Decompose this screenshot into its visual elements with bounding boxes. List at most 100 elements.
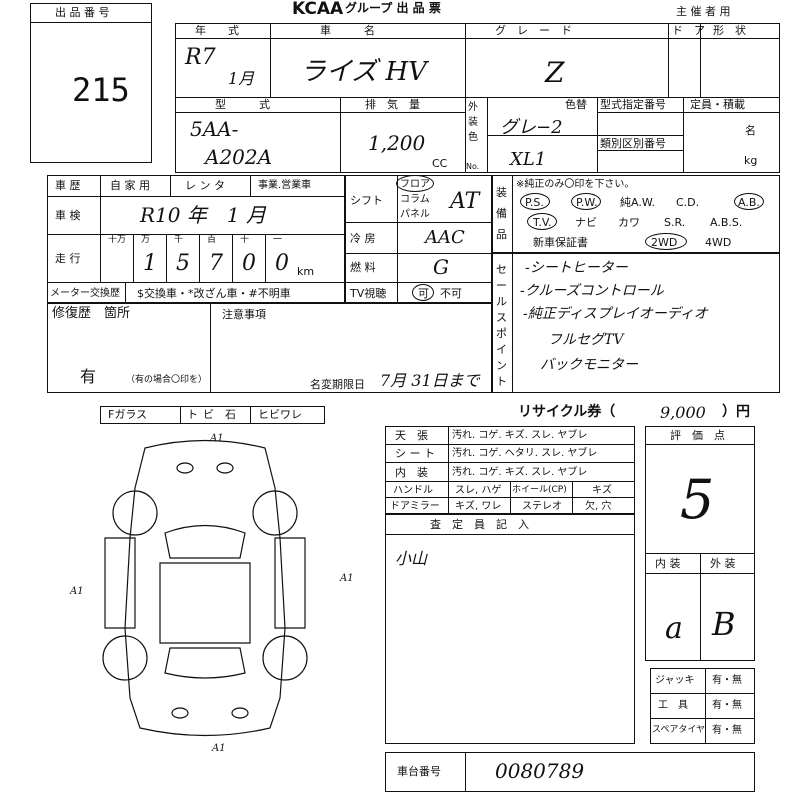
tv-yes-circle [412,284,434,301]
interior-label: 内 装 [395,466,428,479]
history-business: 事業.営業車 [258,180,312,191]
equip-navi: ナビ [575,216,597,229]
body-type-header: 形 状 [713,24,746,37]
inspection-label: 車 検 [55,209,81,222]
spare-tire-value: 有・無 [712,725,742,736]
displacement-value: 1,200 [368,131,426,155]
glass-crack: ヒビワレ [258,408,302,421]
meter-exchange-options: $交換車・*改ざん車・#不明車 [137,287,291,300]
mileage-cell [166,234,199,282]
interior-score: a [665,611,683,646]
mileage-digit: 5 [176,251,190,276]
type-designation-label: 型式指定番号 [600,98,666,111]
grade-header: グ レ ー ド [495,24,572,37]
tv-no: 不可 [440,287,462,300]
exterior-score-label: 外 装 [710,557,736,570]
assessor-value: 小山 [395,549,428,568]
mileage-cell [265,234,298,282]
shift-panel: パネル [400,209,430,220]
mileage-digit: 1 [143,251,157,276]
tools-label: 工 具 [658,700,688,711]
sales-point-1: -シートヒーター [525,260,628,276]
recycle-label: リサイクル券（ [518,404,616,420]
wheel-label: ホイール(CP) [512,485,567,495]
sales-point-3: -純正ディスプレイオーディオ [523,306,708,322]
equipment-block [492,175,780,253]
exterior-color-label: 外装色 [468,102,478,143]
damage-mark-left: A1 [70,586,84,597]
fuel-value: G [433,255,449,279]
damage-mark-rear: A1 [212,743,226,754]
seat-label: シ ー ト [395,447,435,460]
history-label: 車 歴 [55,179,81,192]
brand-logo: KCAA [292,0,344,19]
grade-value: Z [545,56,565,89]
interior-score-label: 内 装 [655,557,681,570]
mileage-cell [199,234,232,282]
glass-scratch: ト [187,408,198,421]
sales-point-2: -クルーズコントロール [520,283,664,299]
mileage-unit-label: 百 [207,235,217,245]
sales-point-5: バックモニター [540,357,638,373]
displacement-header: 排 気 量 [365,98,420,111]
kg-unit: kg [744,154,758,167]
mileage-label: 走 行 [55,252,81,265]
color-value: グレ−2 [500,117,563,138]
sales-points-label: セールスポイント [496,263,507,388]
lot-number-label: 出 品 番 号 [55,6,110,19]
mileage-cell [100,234,133,282]
mileage-digit: 0 [242,251,256,276]
organizer-label: 主 催 者 用 [676,5,731,18]
ceiling-label: 天 張 [395,429,428,442]
repair-block [47,303,492,393]
vehicle-table [175,23,780,173]
lot-number-box [30,3,152,163]
shift-label: シフト [350,194,383,207]
score-value: 5 [680,468,715,531]
mileage-unit-label: 一 [273,235,283,245]
equip-warranty: 新車保証書 [533,236,588,249]
mileage-unit-label: 十 [240,235,250,245]
equip-leather: カワ [618,216,640,229]
jack-value: 有・無 [712,675,742,686]
doors-header: ド ア [672,24,705,37]
type-value-2: A202A [205,145,273,169]
model-name-value: ライズ HV [300,57,427,87]
equip-abs: A.B.S. [710,216,743,229]
glass-label: Fガラス [108,408,148,421]
deadline-value: 7月 31日まで [380,371,480,390]
mirror-options: キズ, ワレ [455,501,502,512]
mileage-unit-label: 万 [141,235,151,245]
form-title: グループ 出 品 票 [345,1,441,15]
tools-box [650,668,755,744]
stereo-options: 欠, 穴 [585,501,612,512]
cc-unit: CC [432,157,448,170]
glass-chip: ビ [203,408,214,421]
inspection-value: R10 年 1 月 [140,203,266,227]
equipment-note: ※純正のみ〇印を下さい。 [516,179,635,190]
equipment-label: 装 備 品 [496,186,507,241]
mirror-label: ドアミラー [390,501,440,512]
mileage-digit: 7 [209,251,223,276]
repair-value: 有 [80,367,97,386]
mileage-unit-label: 千 [174,235,184,245]
meter-exchange-label: メーター交換歴 [50,288,120,299]
handle-options: スレ, ハゲ [455,485,502,496]
glass-stone: 石 [225,408,236,421]
mileage-cell [133,234,166,282]
sales-point-4: フルセグTV [548,332,624,348]
sales-points-block [492,253,780,393]
interior-options: 汚れ. コゲ. キズ. スレ. ヤブレ [452,467,588,478]
exterior-score: B [712,605,736,643]
year-value: R7 [185,45,216,70]
assessor-box [385,514,635,744]
repair-note: （有の場合〇印を） [126,375,208,385]
tv-label: TV視聴 [350,287,387,300]
person-unit: 名 [745,124,756,137]
tools-value: 有・無 [712,700,742,711]
month-value: 1月 [228,69,255,88]
score-label: 評 価 点 [670,429,725,442]
equip-aw: 純A.W. [620,196,655,209]
history-rental: レ ン タ [185,179,225,192]
model-name-header: 車 名 [320,24,375,37]
